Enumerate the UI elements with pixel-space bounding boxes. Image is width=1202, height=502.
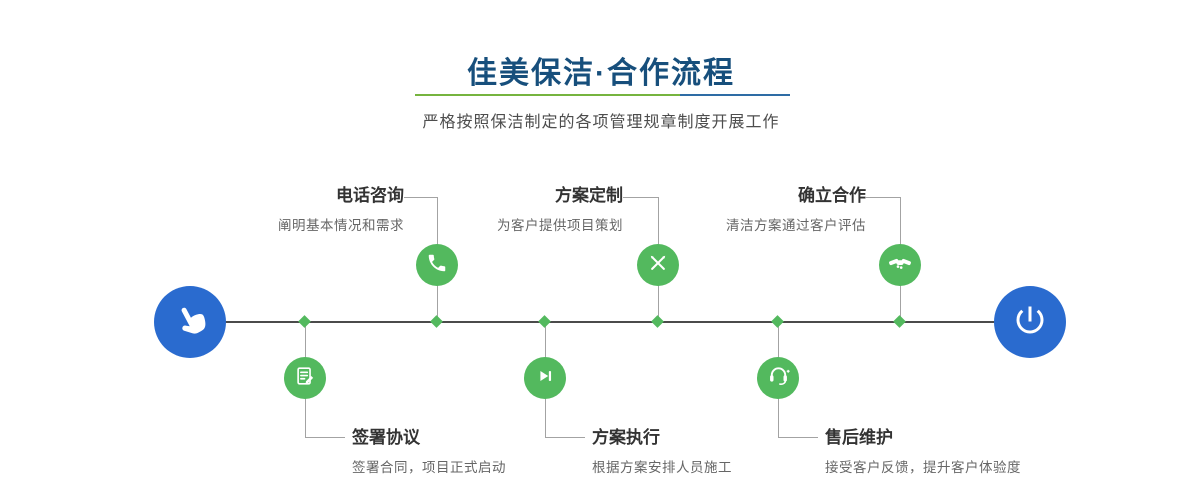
divider-green-segment: [415, 94, 680, 96]
step-connector-horizontal: [778, 437, 818, 438]
timeline-node: [893, 315, 906, 328]
timeline-node: [771, 315, 784, 328]
step-label-cooperation: 确立合作 清洁方案通过客户评估: [636, 186, 866, 234]
pointing-hand-icon: [171, 301, 209, 344]
headset-icon: [767, 364, 790, 392]
step-desc: 阐明基本情况和需求: [278, 218, 404, 233]
step-title: 确立合作: [798, 186, 866, 205]
step-connector-horizontal: [404, 197, 437, 198]
step-desc: 根据方案安排人员施工: [592, 460, 732, 475]
timeline-node: [651, 315, 664, 328]
handshake-icon: [888, 251, 912, 280]
cooperation-step-circle: [879, 244, 921, 286]
title-divider: [415, 94, 790, 96]
step-desc: 为客户提供项目策划: [497, 218, 623, 233]
timeline-node: [538, 315, 551, 328]
step-connector-horizontal: [305, 437, 345, 438]
phone-step-circle: [416, 244, 458, 286]
step-connector-horizontal: [866, 197, 900, 198]
aftersales-step-circle: [757, 357, 799, 399]
document-icon: [294, 365, 316, 392]
step-desc: 清洁方案通过客户评估: [726, 218, 866, 233]
phone-icon: [426, 252, 448, 279]
step-label-plan: 方案定制 为客户提供项目策划: [393, 186, 623, 234]
agreement-step-circle: [284, 357, 326, 399]
step-connector-horizontal: [545, 437, 585, 438]
timeline-line: [190, 321, 1030, 323]
timeline-node: [430, 315, 443, 328]
page-subtitle: 严格按照保洁制定的各项管理规章制度开展工作: [422, 114, 780, 131]
divider-blue-segment: [680, 94, 790, 96]
step-desc: 签署合同，项目正式启动: [352, 460, 506, 475]
plan-step-circle: [637, 244, 679, 286]
step-title: 售后维护: [825, 428, 893, 447]
timeline-start-circle: [154, 286, 226, 358]
pen-tools-icon: [647, 252, 669, 279]
step-title: 方案执行: [592, 428, 660, 447]
step-label-aftersales: 售后维护 接受客户反馈，提升客户体验度: [825, 428, 1125, 476]
timeline-end-circle: [994, 286, 1066, 358]
step-label-phone: 电话咨询 阐明基本情况和需求: [174, 186, 404, 234]
page-title: 佳美保洁·合作流程: [467, 57, 735, 90]
timeline-node: [298, 315, 311, 328]
step-desc: 接受客户反馈，提升客户体验度: [825, 460, 1021, 475]
execution-step-circle: [524, 357, 566, 399]
power-icon: [1012, 302, 1048, 343]
step-title: 方案定制: [555, 186, 623, 205]
step-connector-horizontal: [623, 197, 658, 198]
step-title: 签署协议: [352, 428, 420, 447]
step-label-agreement: 签署协议 签署合同，项目正式启动: [352, 428, 632, 476]
play-icon: [534, 365, 556, 392]
step-title: 电话咨询: [336, 186, 404, 205]
step-label-execution: 方案执行 根据方案安排人员施工: [592, 428, 872, 476]
